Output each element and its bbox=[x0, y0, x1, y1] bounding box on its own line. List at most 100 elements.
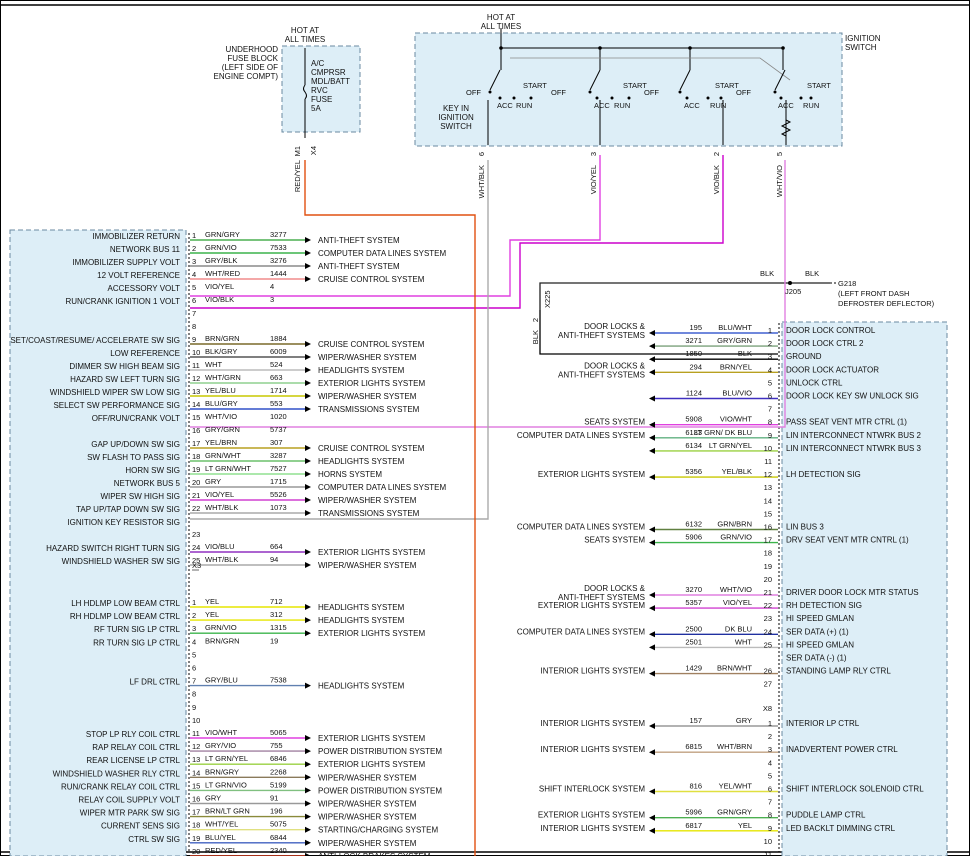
system-label: COMPUTER DATA LINES SYSTEM bbox=[318, 249, 447, 258]
wire-color: YEL/WHT bbox=[719, 782, 753, 791]
pin-number: 11 bbox=[192, 361, 200, 370]
pin-label: PUDDLE LAMP CTRL bbox=[786, 811, 866, 820]
blk-label: BLK bbox=[760, 269, 774, 278]
pin-label: WIPER MTR PARK SW SIG bbox=[80, 809, 180, 818]
system-label: COMPUTER DATA LINES SYSTEM bbox=[517, 431, 646, 440]
arrow-icon bbox=[305, 748, 311, 755]
wire-keyresistor bbox=[190, 160, 489, 520]
circuit-number: 94 bbox=[270, 555, 278, 564]
fuse-icon bbox=[303, 84, 307, 100]
ground-wire bbox=[539, 282, 830, 310]
wire-color: LT GRN/ DK BLU bbox=[694, 428, 752, 437]
wire-color: GRY bbox=[205, 477, 221, 486]
fuse-desc: RVC bbox=[311, 86, 328, 95]
switch-contact bbox=[774, 69, 786, 91]
arrow-icon bbox=[305, 393, 311, 399]
arrow-icon bbox=[305, 471, 311, 477]
pin-label: IMMOBILIZER RETURN bbox=[92, 232, 180, 241]
pin-number: 9 bbox=[768, 824, 772, 833]
pin-label: CTRL SW SIG bbox=[128, 835, 180, 844]
pin-number: 4 bbox=[768, 758, 772, 767]
circuit-number: 2268 bbox=[270, 767, 287, 776]
system-label: WIPER/WASHER SYSTEM bbox=[318, 800, 417, 809]
wire-color: GRY/GRN bbox=[717, 336, 752, 345]
pin-label: INTERIOR LP CTRL bbox=[786, 719, 860, 728]
pin-label: LH DETECTION SIG bbox=[786, 470, 861, 479]
pos-run: RUN bbox=[614, 101, 630, 110]
pin-number: 2 bbox=[192, 244, 196, 253]
wire-color: BLK/GRY bbox=[205, 347, 237, 356]
system-label: EXTERIOR LIGHTS SYSTEM bbox=[318, 734, 425, 743]
pin-x4: X4 bbox=[309, 146, 318, 155]
pin-label: LOW REFERENCE bbox=[110, 349, 180, 358]
pin-number: 8 bbox=[192, 322, 196, 331]
ign-pin: 6 bbox=[477, 152, 486, 156]
pin-label: RUN/CRANK RELAY COIL CTRL bbox=[61, 782, 181, 791]
wire-color: YEL/BLU bbox=[205, 386, 236, 395]
pin-number: 15 bbox=[764, 509, 772, 518]
pin-number: 27 bbox=[764, 680, 772, 689]
switch-dot bbox=[512, 96, 516, 100]
wire-color: VIO/YEL bbox=[723, 598, 752, 607]
system-label: ANTI-THEFT SYSTEMS bbox=[558, 370, 645, 379]
pos-acc: ACC bbox=[594, 101, 610, 110]
circuit-number: 6846 bbox=[270, 754, 287, 763]
system-label: HEADLIGHTS SYSTEM bbox=[318, 616, 405, 625]
system-label: HEADLIGHTS SYSTEM bbox=[318, 366, 405, 375]
system-label: ANTI-THEFT SYSTEM bbox=[318, 236, 400, 245]
circuit-number: 664 bbox=[270, 542, 283, 551]
pin-number: 22 bbox=[192, 504, 200, 513]
pin-number: 18 bbox=[192, 821, 200, 830]
arrow-icon bbox=[305, 562, 311, 568]
ign-pin: 2 bbox=[712, 152, 721, 156]
wire-color: VIO/WHT bbox=[720, 415, 752, 424]
pos-start: START bbox=[715, 81, 739, 90]
pin-label: WIPER SW HIGH SIG bbox=[100, 492, 180, 501]
pin-number: 4 bbox=[192, 270, 196, 279]
arrow-icon bbox=[305, 458, 311, 464]
wire-color: VIO/WHT bbox=[205, 728, 237, 737]
circuit-number: 3 bbox=[270, 295, 274, 304]
circuit-number: 5356 bbox=[685, 467, 702, 476]
pin-label: NETWORK BUS 5 bbox=[114, 479, 181, 488]
pin-label: WINDSHIELD WASHER SW SIG bbox=[62, 557, 180, 566]
pin-label: HORN SW SIG bbox=[125, 466, 180, 475]
blk-label: BLK bbox=[805, 269, 819, 278]
pin-label: SELECT SW PERFORMANCE SIG bbox=[53, 401, 180, 410]
circuit-number: 1020 bbox=[270, 412, 287, 421]
circuit-number: 7538 bbox=[270, 676, 287, 685]
wire-color: WHT/YEL bbox=[205, 820, 238, 829]
bcm-left-box bbox=[9, 229, 187, 856]
pin-label: RH DETECTION SIG bbox=[786, 601, 862, 610]
switch-dot bbox=[719, 96, 723, 100]
arrow-icon bbox=[649, 827, 655, 834]
circuit-number: 1715 bbox=[270, 477, 287, 486]
wire-color: VIO/YEL bbox=[205, 282, 234, 291]
pin-number: 18 bbox=[764, 549, 772, 558]
system-label: SEATS SYSTEM bbox=[584, 418, 645, 427]
pin-number: 24 bbox=[764, 627, 772, 636]
resistor-icon bbox=[780, 119, 792, 137]
pin-number: 13 bbox=[764, 483, 772, 492]
circuit-number: 5065 bbox=[270, 728, 287, 737]
pin-number: 2 bbox=[768, 339, 772, 348]
wire-accessory bbox=[190, 155, 601, 297]
pin-number: 8 bbox=[192, 690, 196, 699]
system-label: SEATS SYSTEM bbox=[584, 536, 645, 545]
connector-tag: X8 bbox=[763, 704, 772, 713]
wire-color: YEL bbox=[205, 597, 219, 606]
pin-label: OFF/RUN/CRANK VOLT bbox=[92, 414, 180, 423]
system-label: SHIFT INTERLOCK SYSTEM bbox=[539, 785, 645, 794]
circuit-number: 2500 bbox=[685, 624, 702, 633]
wire-color: BLU/VIO bbox=[722, 389, 752, 398]
pin-number: 20 bbox=[192, 847, 200, 856]
wire-color: BLU/GRY bbox=[205, 399, 238, 408]
pin-label: SER DATA (+) (1) bbox=[786, 627, 849, 636]
arrow-icon bbox=[649, 749, 655, 756]
ground-branch bbox=[539, 310, 778, 355]
circuit-number: 3276 bbox=[270, 256, 287, 265]
pin-label: SER DATA (-) (1) bbox=[786, 654, 847, 663]
wire-color: GRN/VIO bbox=[205, 243, 237, 252]
system-label: INTERIOR LIGHTS SYSTEM bbox=[541, 745, 646, 754]
circuit-number: 312 bbox=[270, 610, 283, 619]
